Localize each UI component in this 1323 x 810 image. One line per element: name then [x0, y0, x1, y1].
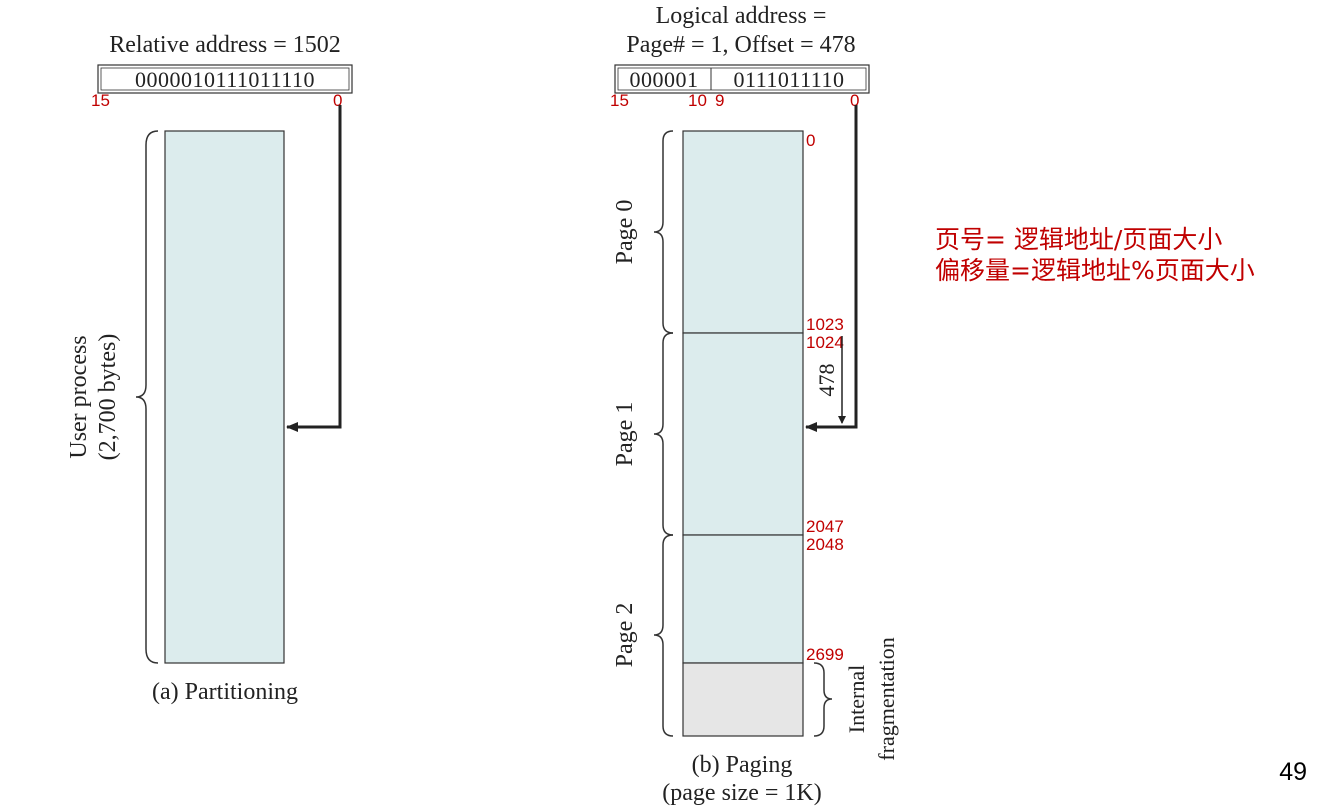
- relative-address-pointer: [286, 105, 342, 432]
- page-0-brace: [653, 130, 674, 334]
- formula-notes: 页号= 逻辑地址/页面大小 偏移量=逻辑地址%页面大小: [935, 224, 1305, 286]
- page-2-block: [682, 534, 804, 664]
- page-2-brace: [653, 534, 674, 737]
- page-number-bits: 000001: [630, 67, 699, 92]
- internal-fragmentation-label: Internal: [844, 665, 869, 733]
- slide-number: 49: [1279, 758, 1307, 786]
- relative-address-register: [97, 64, 353, 94]
- user-process-label: User process: [66, 335, 92, 458]
- page-1-end-address: 2047: [806, 517, 844, 536]
- user-process-brace: [135, 130, 159, 664]
- partitioning-caption: (a) Partitioning: [152, 679, 298, 705]
- relative-address-label: Relative address = 1502: [109, 32, 340, 58]
- paging-diagram-b: Logical address = Page# = 1, Offset = 47…: [610, 3, 899, 806]
- bit-index-9: 9: [715, 91, 724, 110]
- partitioning-diagram: Relative address = 1502 0000010111011110…: [66, 32, 353, 705]
- logical-address-register: [614, 64, 870, 94]
- relative-address-bits: 0000010111011110: [135, 67, 315, 92]
- page-1-brace: [653, 332, 674, 536]
- paging-caption: (b) Paging: [692, 752, 793, 778]
- page-0-label: Page 0: [612, 200, 638, 265]
- page-1-start-address: 1024: [806, 333, 844, 352]
- logical-address-pointer: [805, 105, 858, 432]
- page-size-caption: (page size = 1K): [662, 780, 821, 806]
- logical-address-label: Logical address =: [656, 3, 827, 29]
- bit-index-10: 10: [688, 91, 707, 110]
- offset-value-label: 478: [814, 364, 839, 397]
- page-offset-label: Page# = 1, Offset = 478: [626, 32, 855, 58]
- page-2-end-address: 2699: [806, 645, 844, 664]
- page-1-block: [682, 332, 804, 536]
- fragmentation-brace: [813, 662, 833, 737]
- bit-index-0: 0: [850, 91, 859, 110]
- page-number-formula: 页号= 逻辑地址/页面大小: [935, 225, 1223, 254]
- bit-index-15: 15: [610, 91, 629, 110]
- page-1-label: Page 1: [612, 402, 638, 467]
- user-process-block: [164, 130, 285, 664]
- bit-index-15: 15: [91, 91, 110, 110]
- fragmentation-label: fragmentation: [874, 637, 899, 760]
- offset-formula: 偏移量=逻辑地址%页面大小: [935, 256, 1255, 285]
- page-2-start-address: 2048: [806, 535, 844, 554]
- offset-bits: 0111011110: [734, 67, 845, 92]
- page-0-start-address: 0: [806, 131, 815, 150]
- page-2-label: Page 2: [612, 603, 638, 668]
- page-0-block: [682, 130, 804, 334]
- internal-fragmentation-block: [682, 662, 804, 737]
- user-process-size-label: (2,700 bytes): [95, 334, 121, 461]
- bit-index-0: 0: [333, 91, 342, 110]
- page-0-end-address: 1023: [806, 315, 844, 334]
